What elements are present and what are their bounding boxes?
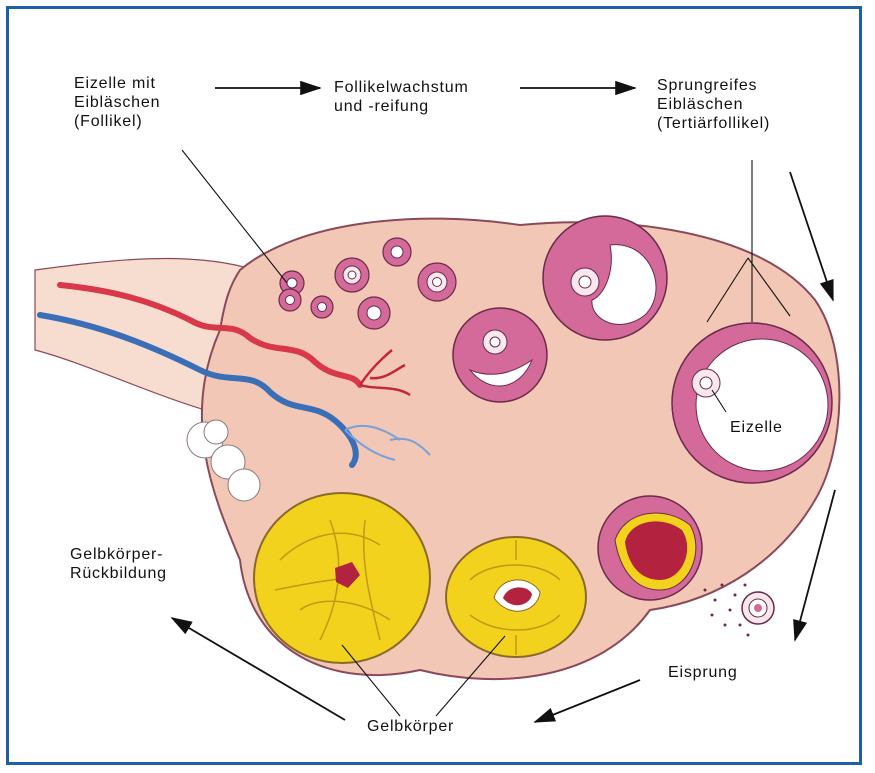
antral-follicle (543, 216, 667, 340)
label-line: Eibläschen (657, 95, 770, 114)
label-eisprung: Eisprung (668, 663, 738, 682)
label-line: und -reifung (334, 97, 469, 116)
label-line: Rückbildung (70, 564, 167, 583)
label-follikelwachstum: Follikelwachstum und -reifung (334, 78, 469, 116)
label-line: Gelbkörper- (70, 545, 167, 564)
tertiary-follicle (672, 323, 832, 483)
label-sprungreifes: Sprungreifes Eibläschen (Tertiärfollikel… (657, 76, 770, 133)
corpus-luteum-left (254, 493, 430, 663)
secondary-follicle (453, 308, 547, 402)
label-gelbkoerper-rueckbildung: Gelbkörper- Rückbildung (70, 545, 167, 583)
label-eizelle: Eizelle (730, 418, 783, 437)
label-line: Eizelle mit (74, 74, 160, 93)
label-eizelle-follikel: Eizelle mit Eibläschen (Follikel) (74, 74, 160, 131)
label-line: Eibläschen (74, 93, 160, 112)
label-line: Follikelwachstum (334, 78, 469, 97)
label-line: (Follikel) (74, 112, 160, 131)
label-line: Sprungreifes (657, 76, 770, 95)
ruptured-follicle (598, 496, 702, 600)
arrow-to-gelbkoerper (535, 680, 640, 722)
label-line: (Tertiärfollikel) (657, 114, 770, 133)
label-gelbkoerper: Gelbkörper (367, 717, 454, 736)
corpus-luteum-right (446, 537, 586, 657)
